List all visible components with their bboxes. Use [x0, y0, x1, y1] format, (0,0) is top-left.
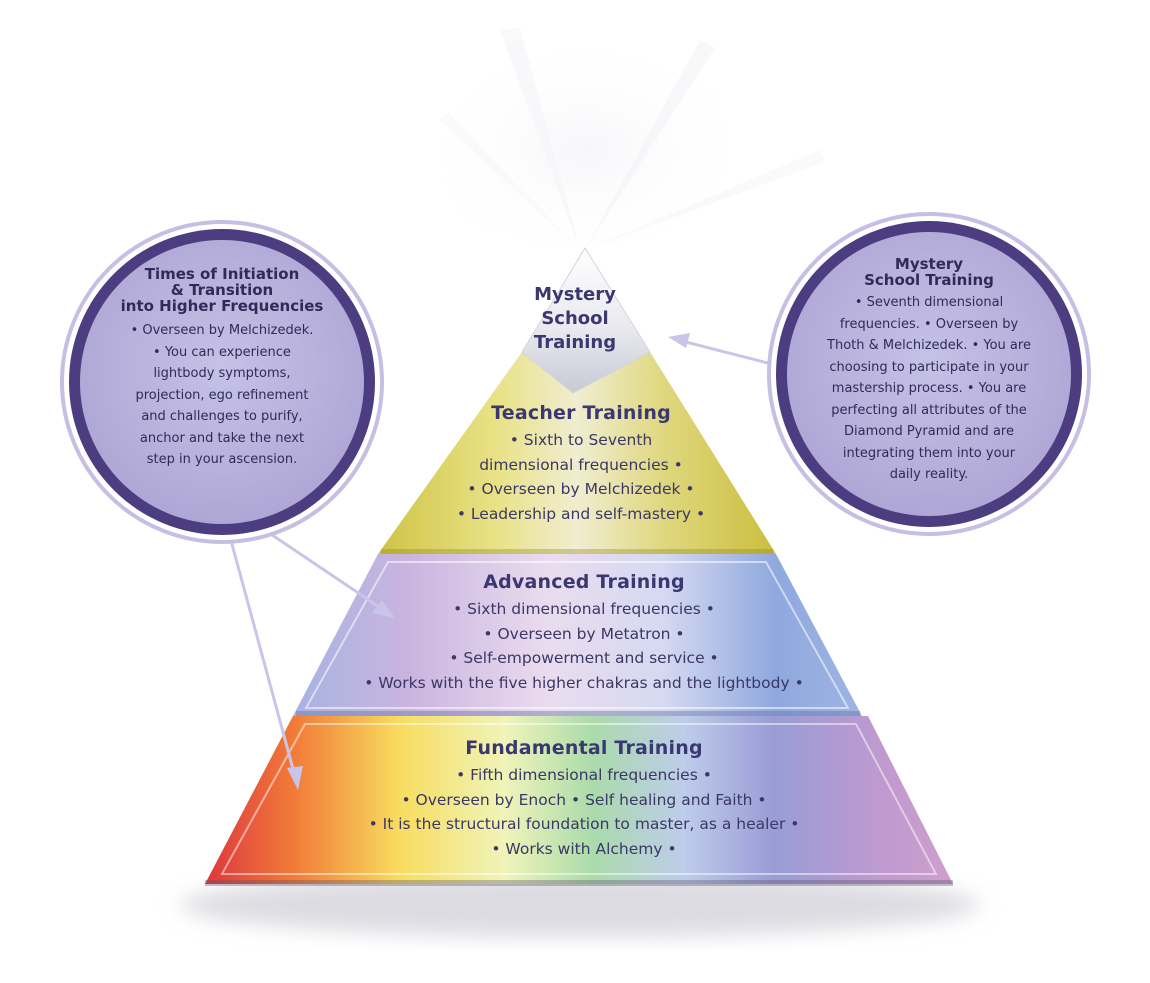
left-circle-body: • Overseen by Melchizedek. • You can exp… [97, 320, 347, 471]
fundamental-line: • Fifth dimensional frequencies • [456, 766, 712, 784]
fundamental-line: • Works with Alchemy • [491, 839, 677, 858]
ground-shadow [180, 873, 980, 937]
left-circle-title: Times of Initiation & Transition into Hi… [97, 266, 347, 314]
fundamental-title: Fundamental Training [465, 737, 703, 759]
right-circle-line: • Seventh dimensional [854, 295, 1004, 310]
left-circle-line: • Overseen by Melchizedek. [130, 323, 314, 338]
right-circle-line: Thoth & Melchizedek. • You are [827, 338, 1031, 353]
left-circle-title-line: Times of Initiation [144, 265, 300, 283]
teacher-text: Teacher Training • Sixth to Seventh dime… [400, 402, 762, 526]
light-rays [415, 28, 825, 270]
fundamental-tier [205, 716, 953, 886]
teacher-line: • Overseen by Melchizedek • [467, 480, 695, 498]
left-circle-text: Times of Initiation & Transition into Hi… [97, 266, 347, 471]
teacher-tier [378, 352, 776, 554]
apex-line: School [541, 308, 609, 329]
left-circle-line: lightbody symptoms, [153, 366, 291, 381]
apex-line: Mystery [534, 284, 616, 305]
teacher-line: dimensional frequencies • [479, 455, 683, 474]
advanced-line: • Sixth dimensional frequencies • [453, 600, 715, 618]
advanced-title: Advanced Training [483, 571, 685, 593]
right-circle-title-line: Mystery [894, 255, 964, 273]
advanced-line: • Works with the five higher chakras and… [364, 673, 804, 692]
left-circle-line: projection, ego refinement [135, 387, 309, 403]
left-circle-line: step in your ascension. [146, 452, 298, 467]
right-circle-line: choosing to participate in your [829, 359, 1029, 375]
right-circle-title-line: School Training [864, 271, 994, 289]
apex-label: Mystery School Training [510, 283, 640, 355]
apex-line: Training [533, 332, 617, 353]
teacher-title: Teacher Training [491, 402, 671, 424]
arrow-heads [287, 333, 690, 790]
teacher-line: • Sixth to Seventh [509, 431, 653, 449]
left-circle-line: • You can experience [153, 344, 291, 360]
left-circle-title-line: & Transition [170, 281, 274, 299]
left-circle-line: and challenges to purify, [141, 409, 303, 424]
right-circle [767, 212, 1091, 536]
fundamental-line: • It is the structural foundation to mas… [368, 815, 800, 833]
fundamental-line: • Overseen by Enoch • Self healing and F… [401, 790, 767, 809]
right-circle-line: frequencies. • Overseen by [839, 316, 1019, 332]
fundamental-text: Fundamental Training • Fifth dimensional… [260, 737, 908, 861]
right-circle-line: mastership process. • You are [831, 381, 1027, 396]
apex-tier [521, 247, 651, 394]
right-circle-line: perfecting all attributes of the [831, 402, 1027, 418]
right-circle-text: Mystery School Training • Seventh dimens… [804, 256, 1054, 486]
advanced-text: Advanced Training • Sixth dimensional fr… [310, 571, 858, 695]
right-circle-line: integrating them into your [842, 445, 1016, 461]
left-circle [60, 220, 384, 544]
right-circle-body: • Seventh dimensional frequencies. • Ove… [804, 292, 1054, 486]
left-circle-line: anchor and take the next [139, 430, 305, 446]
advanced-tier [293, 554, 862, 716]
right-circle-line: Diamond Pyramid and are [844, 424, 1014, 439]
right-circle-title: Mystery School Training [804, 256, 1054, 288]
advanced-line: • Overseen by Metatron • [483, 624, 685, 643]
left-circle-title-line: into Higher Frequencies [120, 297, 324, 315]
right-circle-line: daily reality. [889, 467, 969, 482]
teacher-line: • Leadership and self-mastery • [456, 504, 706, 523]
advanced-line: • Self-empowerment and service • [449, 649, 719, 667]
